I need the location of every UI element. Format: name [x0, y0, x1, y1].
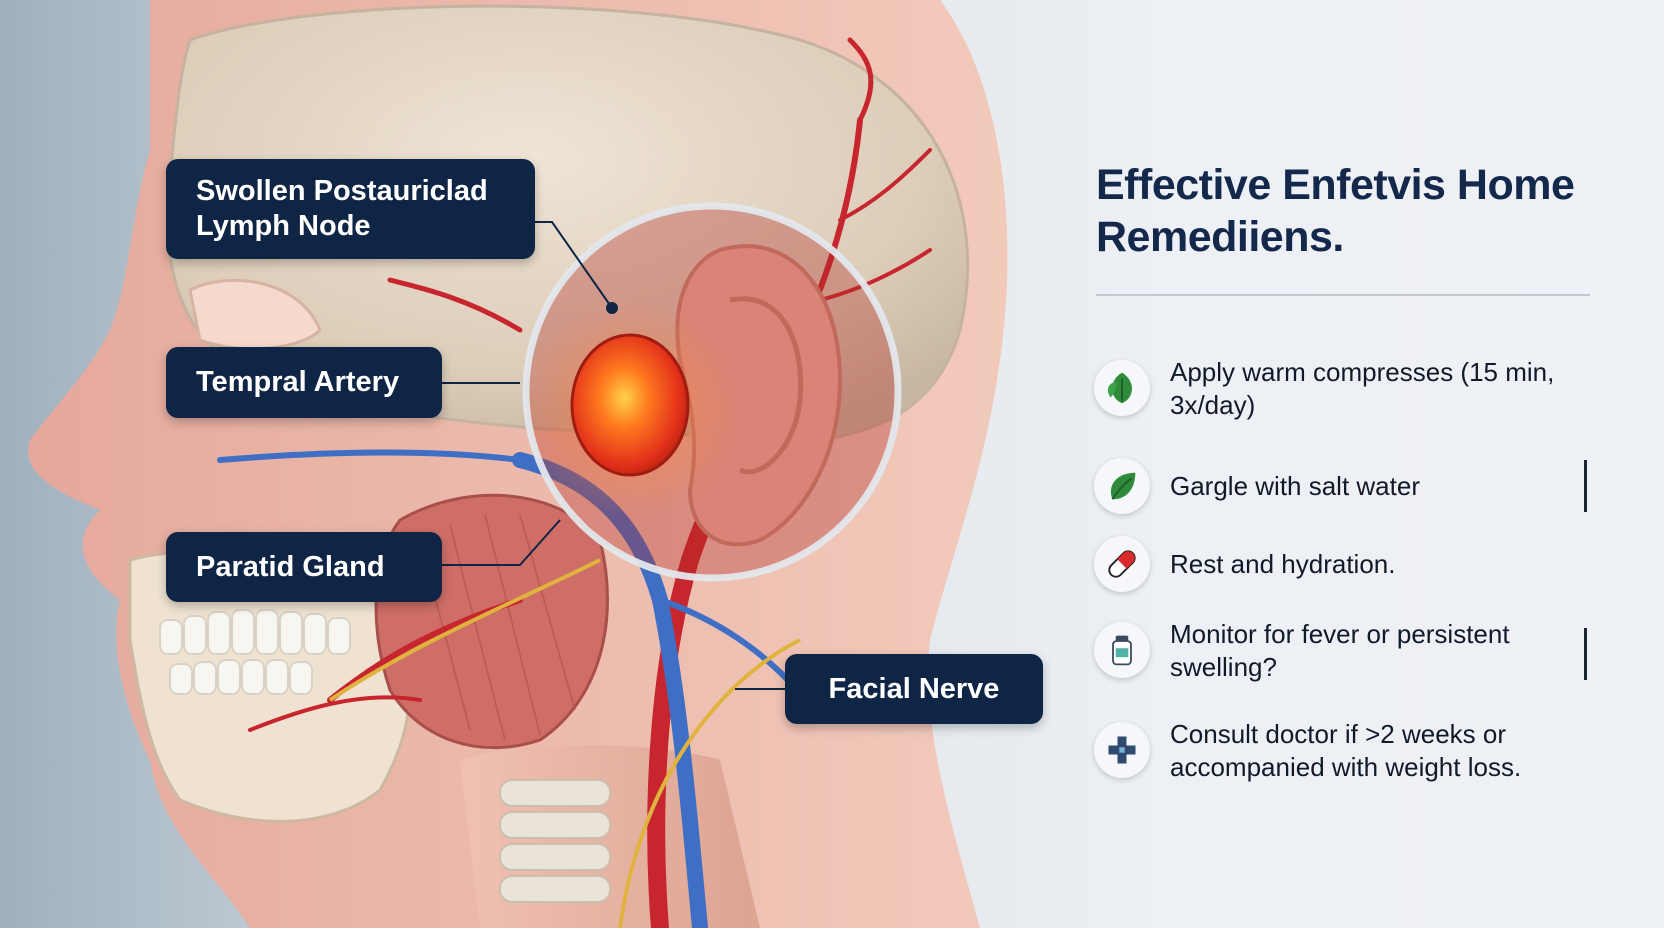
remedy-item: Consult doctor if >2 weeks or accompanie…: [1094, 719, 1614, 786]
remedy-item: Monitor for fever or persistent swelling…: [1094, 619, 1614, 686]
leaf-icon: [1094, 458, 1150, 514]
trachea: [499, 779, 611, 903]
lymph-node-swelling: [570, 333, 690, 477]
remedy-text: Monitor for fever or persistent swelling…: [1170, 619, 1510, 683]
nerves: [328, 558, 801, 928]
remedy-text: Gargle with salt water: [1170, 471, 1420, 501]
title-divider: [1096, 294, 1590, 296]
remedy-item: Apply warm compresses (15 min, 3x/day): [1094, 357, 1614, 424]
remedy-text: Rest and hydration.: [1170, 549, 1396, 579]
lymph-node-pointer-dot: [606, 302, 618, 314]
parotid-gland-label: Paratid Gland: [166, 532, 442, 602]
medicine-bottle-icon: [1094, 622, 1150, 678]
lymph-node-label: Swollen Postauriclad Lymph Node: [166, 159, 535, 259]
remedy-text: Apply warm compresses (15 min, 3x/day): [1170, 357, 1555, 421]
temporal-artery-label: Tempral Artery: [166, 347, 442, 418]
facial-nerve-label-text: Facial Nerve: [828, 672, 1000, 705]
leader-lines: [442, 221, 785, 690]
scroll-indicator: [1584, 460, 1587, 512]
temporal-artery-label-text: Tempral Artery: [196, 366, 400, 399]
remedy-text: Consult doctor if >2 weeks or accompanie…: [1170, 719, 1522, 783]
remedy-item: Rest and hydration.: [1094, 536, 1614, 600]
facial-nerve-label: Facial Nerve: [785, 654, 1043, 724]
pill-capsule-icon: [1094, 536, 1150, 592]
remedies-title: Effective Enfetvis Home Remediiens.: [1096, 161, 1575, 261]
medical-cross-icon: [1094, 722, 1150, 778]
remedy-item: Gargle with salt water: [1094, 458, 1614, 522]
parotid-gland-label-text: Paratid Gland: [196, 550, 385, 583]
zoom-circle: [522, 202, 902, 582]
teeth: [159, 609, 351, 695]
scroll-indicator: [1584, 628, 1587, 680]
lymph-node-label-text: Swollen Postauriclad Lymph Node: [196, 175, 488, 242]
leaf-icon: [1094, 360, 1150, 416]
